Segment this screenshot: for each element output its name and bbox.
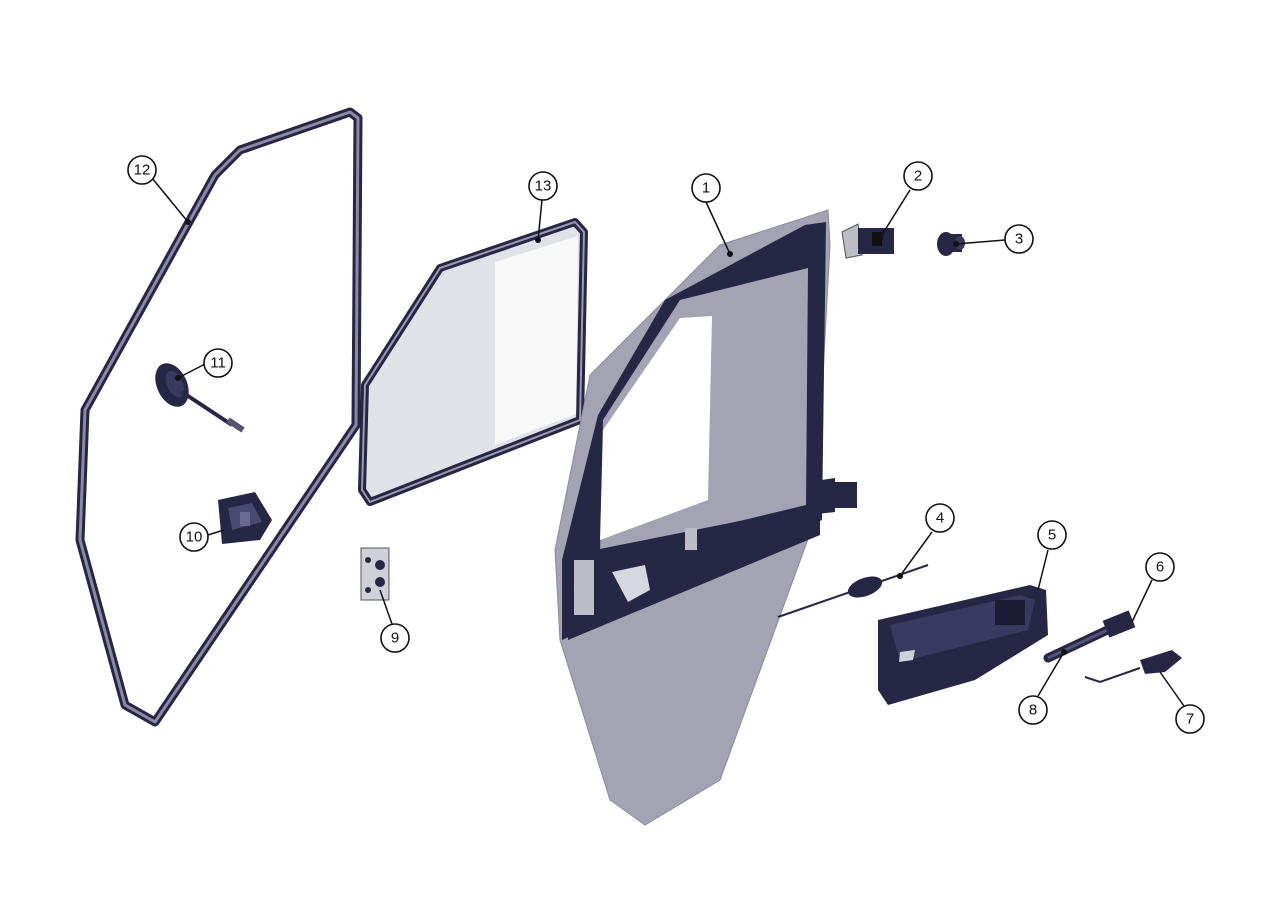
callout-7-label: 7 (1186, 711, 1194, 728)
callout-6: 6 (1145, 552, 1175, 582)
callout-7: 7 (1175, 704, 1205, 734)
callout-10-label: 10 (186, 529, 203, 546)
part-6-8-handle-shaft (1043, 610, 1136, 663)
callout-9-label: 9 (391, 630, 399, 647)
callout-2: 2 (903, 161, 933, 191)
callout-6-label: 6 (1156, 559, 1164, 576)
callout-11-label: 11 (210, 355, 226, 372)
callout-12: 12 (127, 155, 157, 185)
callout-3: 3 (1004, 224, 1034, 254)
callout-2-label: 2 (914, 168, 922, 185)
part-13-window-frame (358, 218, 588, 506)
callout-1-label: 1 (702, 180, 710, 197)
part-10-latch-bracket (218, 492, 272, 544)
callout-10: 10 (179, 522, 209, 552)
callout-4-label: 4 (936, 510, 944, 527)
callout-3-label: 3 (1015, 231, 1023, 248)
callout-13: 13 (528, 171, 558, 201)
callout-8: 8 (1018, 695, 1048, 725)
part-9-striker-plate (360, 547, 390, 601)
callout-9: 9 (380, 623, 410, 653)
callout-4: 4 (925, 503, 955, 533)
part-1-door-panel (554, 209, 857, 826)
part-5-interior-handle (878, 585, 1048, 705)
callout-1: 1 (691, 173, 721, 203)
part-3-bumper (937, 232, 965, 256)
callout-5: 5 (1037, 520, 1067, 550)
callout-5-label: 5 (1048, 527, 1056, 544)
part-4-lock-rod (777, 564, 929, 618)
part-2-upper-hinge (841, 223, 894, 259)
part-7-latch-link (1084, 650, 1182, 684)
callout-12-label: 12 (134, 162, 151, 179)
callout-13-label: 13 (535, 178, 552, 195)
callout-8-label: 8 (1029, 702, 1037, 719)
part-12-door-seal (75, 107, 363, 727)
callout-layer: 1 2 3 4 5 6 7 8 (127, 155, 1205, 734)
callout-11: 11 (203, 348, 233, 378)
